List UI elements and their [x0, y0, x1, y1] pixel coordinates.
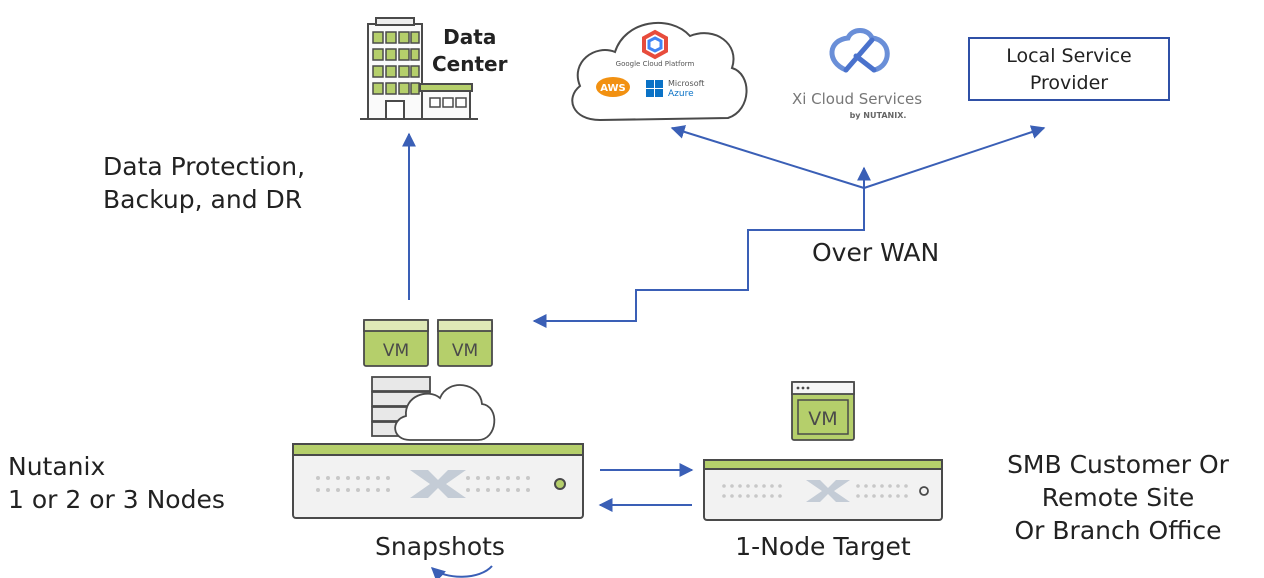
azure-logo-icon: Microsoft Azure — [646, 79, 704, 99]
vm-icon: VM — [437, 319, 493, 367]
xi-cloud-byline: by NUTANIX. — [850, 111, 907, 120]
aws-logo-icon: AWS — [596, 77, 630, 97]
xi-cloud-logo-icon — [829, 28, 890, 73]
gcp-label: Google Cloud Platform — [616, 60, 695, 68]
arrow-to-public-cloud — [670, 125, 865, 189]
azure-label-line1: Microsoft — [668, 79, 704, 88]
storage-cloud-icon — [371, 376, 496, 441]
arrow-wan-path — [532, 210, 865, 328]
over-wan-label: Over WAN — [812, 238, 940, 267]
vm-label: VM — [452, 341, 478, 361]
xi-cloud-label: Xi Cloud Services — [792, 90, 922, 108]
smb-label: SMB Customer Or Remote Site Or Branch Of… — [1007, 450, 1229, 545]
aws-label: AWS — [600, 83, 626, 94]
gcp-logo-icon: Google Cloud Platform — [616, 29, 695, 68]
connectors — [402, 125, 1046, 578]
vm-icon: VM — [363, 319, 429, 367]
data-protection-label: Data Protection, Backup, and DR — [103, 152, 306, 214]
building-icon — [360, 17, 478, 120]
target-server-icon — [703, 459, 943, 521]
local-service-provider-label: Local Service Provider — [1006, 45, 1132, 94]
vm-label: VM — [383, 341, 409, 361]
datacenter-label: Data Center — [432, 25, 508, 76]
local-service-provider-box: Local Service Provider — [968, 37, 1170, 101]
arrow-to-local-provider — [863, 125, 1046, 189]
cloud-providers-icon: Google Cloud Platform AWS Microsoft Azur… — [571, 22, 748, 122]
snapshots-label: Snapshots — [375, 532, 505, 561]
target-node-label: 1-Node Target — [735, 532, 911, 561]
snapshot-cycle-arrow — [430, 565, 493, 578]
azure-label-line2: Azure — [668, 89, 694, 99]
vm-label: VM — [808, 408, 837, 430]
nutanix-cluster-label: Nutanix 1 or 2 or 3 Nodes — [8, 452, 225, 514]
target-vm-icon: VM — [791, 381, 855, 441]
cluster-server-icon — [292, 443, 584, 519]
